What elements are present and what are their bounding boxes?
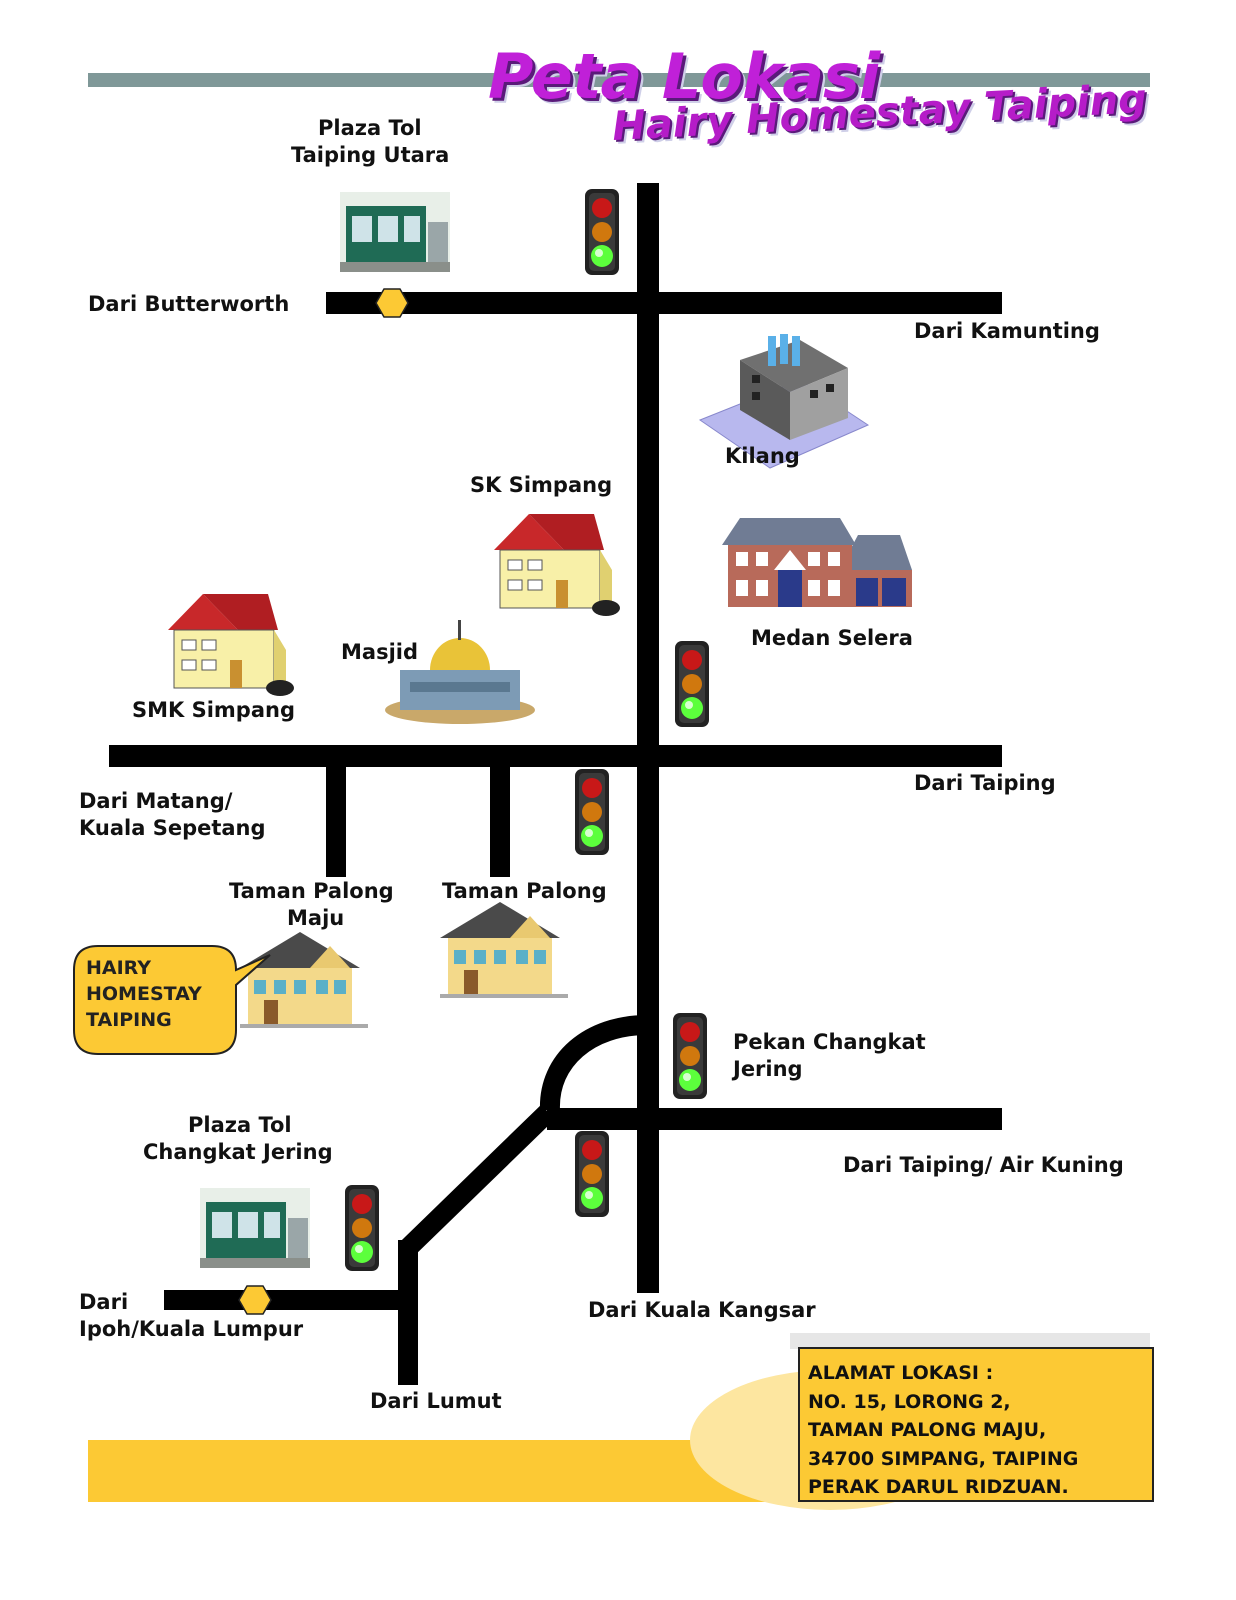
road-lumut [398,1240,418,1385]
traffic-light-icon [345,1185,379,1271]
label-dari-kuala-kangsar: Dari Kuala Kangsar [588,1298,816,1322]
bubble-line-2: HOMESTAY [86,983,202,1005]
label-taman-palong-maju-2: Maju [287,906,345,930]
road-diagonal [401,1104,555,1256]
traffic-light-icon [575,1131,609,1217]
label-masjid: Masjid [341,640,418,664]
road-curve [539,1015,648,1111]
address-line-5: PERAK DARUL RIDZUAN. [808,1476,1069,1498]
label-dari-matang-1: Dari Matang/ [79,789,233,813]
road-taman-palong-maju [326,757,346,877]
road-butterworth-kamunting [326,292,1002,314]
label-dari-kamunting: Dari Kamunting [914,319,1100,343]
label-plaza-tol-changkat-1: Plaza Tol [188,1113,292,1137]
toll-plaza-icon [200,1188,310,1268]
road-ipoh [164,1290,408,1310]
top-banner-bar [88,73,1150,87]
road-airkuning [547,1108,1002,1130]
label-plaza-tol-changkat-2: Changkat Jering [143,1140,333,1164]
house-icon [440,902,568,998]
school-icon [493,513,621,617]
traffic-light-icon [575,769,609,855]
label-plaza-tol-utara-1: Plaza Tol [318,116,422,140]
label-taman-palong-maju-1: Taman Palong [229,879,394,903]
label-dari-taiping-air-kuning: Dari Taiping/ Air Kuning [843,1153,1124,1177]
label-dari-matang-2: Kuala Sepetang [79,816,266,840]
address-line-3: TAMAN PALONG MAJU, [808,1419,1047,1441]
address-line-4: 34700 SIMPANG, TAIPING [808,1447,1079,1470]
bubble-line-3: TAIPING [86,1009,172,1031]
traffic-light-icon [585,189,619,275]
label-dari-lumut: Dari Lumut [370,1389,502,1413]
label-pekan-changkat-2: Jering [733,1057,803,1081]
toll-plaza-icon [340,192,450,272]
label-dari-butterworth: Dari Butterworth [88,292,290,316]
label-pekan-changkat-1: Pekan Changkat [733,1030,926,1054]
road-taman-palong [490,757,510,877]
address-box: ALAMAT LOKASI : NO. 15, LORONG 2, TAMAN … [798,1347,1154,1502]
toll-marker-utara [375,288,409,318]
label-medan-selera: Medan Selera [751,626,913,650]
label-dari-ipoh-1: Dari [79,1290,129,1314]
mosque-icon [385,620,535,724]
label-sk-simpang: SK Simpang [470,473,613,497]
label-kilang: Kilang [725,444,800,468]
toll-marker-changkat [238,1285,272,1315]
homestay-speech-bubble [73,945,271,1055]
traffic-light-icon [675,641,709,727]
label-plaza-tol-utara-2: Taiping Utara [291,143,450,167]
road-network [109,183,1002,1385]
factory-icon [698,334,870,469]
homestay-bubble-text: HAIRY HOMESTAY TAIPING [86,955,202,1033]
label-taman-palong: Taman Palong [442,879,607,903]
label-dari-taiping: Dari Taiping [914,771,1056,795]
label-smk-simpang: SMK Simpang [132,698,295,722]
traffic-light-icon [673,1013,707,1099]
address-line-2: NO. 15, LORONG 2, [808,1390,1011,1413]
map-title: Peta Lokasi [488,40,880,113]
bubble-line-1: HAIRY [86,957,152,979]
restaurant-building-icon [722,518,912,607]
house-icon [240,932,368,1028]
address-shadow [790,1333,1150,1349]
address-line-1: ALAMAT LOKASI : [808,1362,994,1384]
label-dari-ipoh-2: Ipoh/Kuala Lumpur [79,1317,304,1341]
school-icon [167,593,295,697]
road-matang-taiping [109,745,1002,767]
